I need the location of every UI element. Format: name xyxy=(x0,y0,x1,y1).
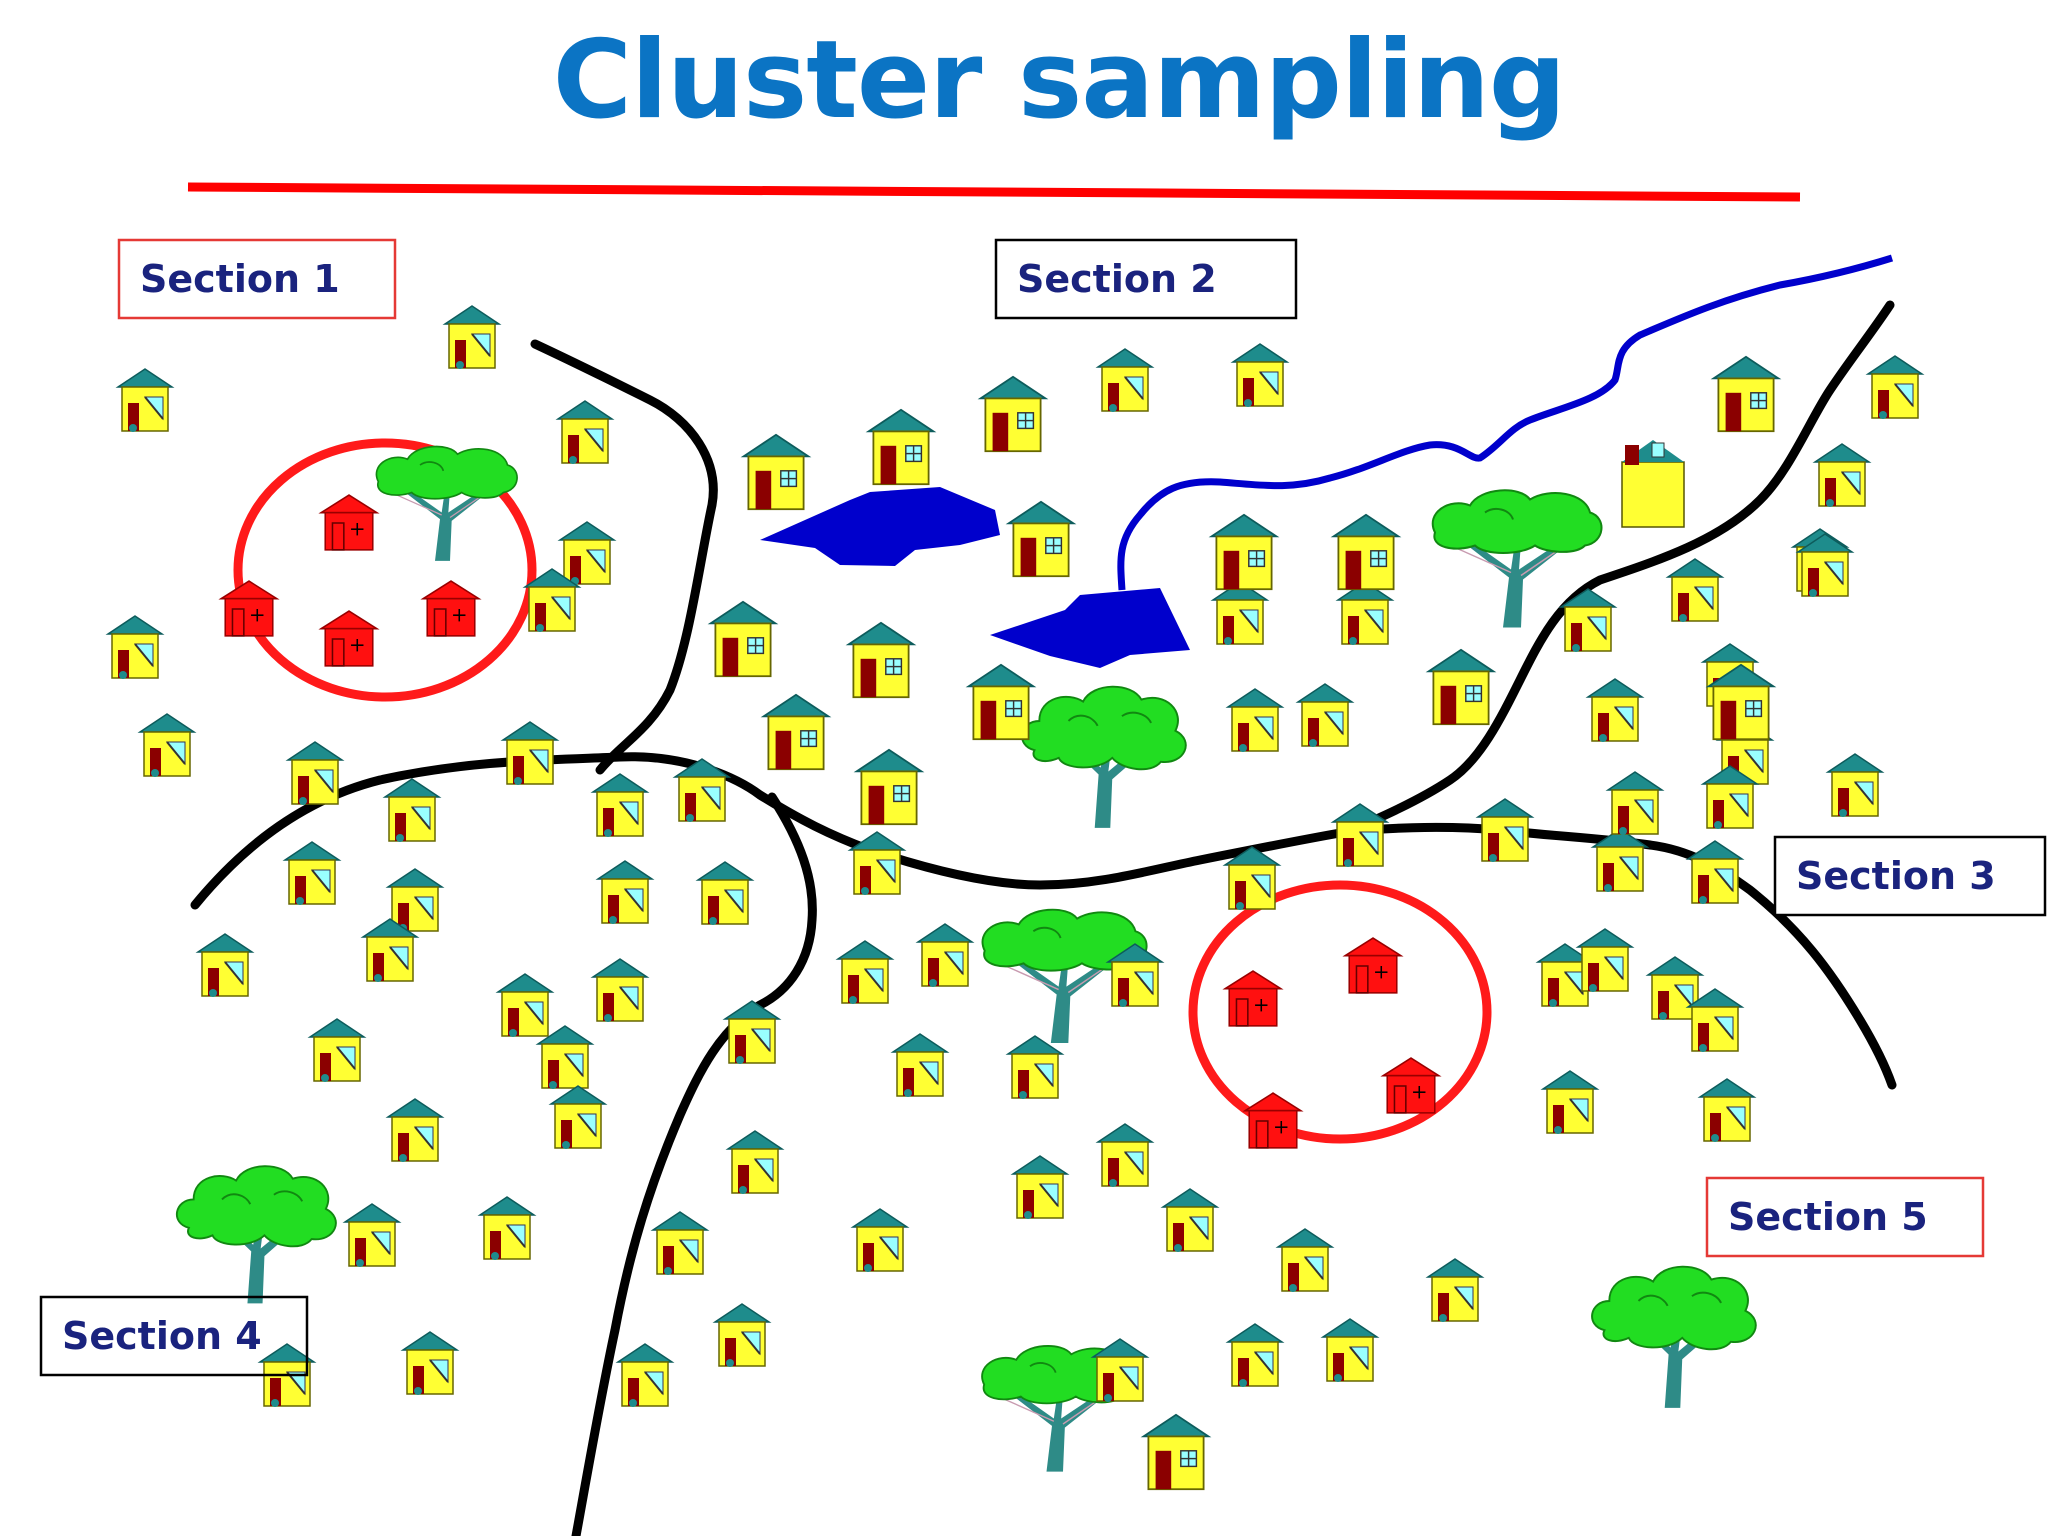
house-icon xyxy=(852,1208,908,1273)
house-icon xyxy=(1097,1123,1153,1188)
title-underline xyxy=(187,182,1801,202)
house-icon xyxy=(714,1303,770,1368)
house-icon xyxy=(1012,1155,1068,1220)
house-icon xyxy=(617,1343,673,1408)
house-icon xyxy=(387,1098,443,1163)
house-icon xyxy=(287,741,343,806)
house-icon xyxy=(1097,348,1153,413)
house-icon xyxy=(742,433,810,511)
house-icon xyxy=(344,1203,400,1268)
house-icon xyxy=(1477,798,1533,863)
house-icon xyxy=(1232,343,1288,408)
house-icon xyxy=(892,1033,948,1098)
house-icon xyxy=(1712,355,1780,433)
house-icon xyxy=(837,940,893,1005)
section-1-label: Section 1 xyxy=(122,243,392,315)
house-icon xyxy=(479,1196,535,1261)
house-icon xyxy=(847,621,915,699)
house-icon xyxy=(1212,581,1268,646)
house-icon xyxy=(652,1211,708,1276)
house-icon xyxy=(917,923,973,988)
house-icon xyxy=(1007,500,1075,578)
house-icon xyxy=(1667,558,1723,623)
house-icon xyxy=(592,773,648,838)
page-title: Cluster sampling xyxy=(552,18,1566,143)
section-2-label: Section 2 xyxy=(999,243,1293,315)
house-icon xyxy=(1007,1035,1063,1100)
house-icon xyxy=(107,615,163,680)
house-icon xyxy=(1332,513,1400,591)
house-icon xyxy=(697,861,753,926)
house-icon xyxy=(284,841,340,906)
house-icon xyxy=(557,400,613,465)
section-4-label: Section 4 xyxy=(62,1314,262,1358)
house-icon xyxy=(1297,683,1353,748)
house-icon xyxy=(1827,753,1883,818)
house-icon xyxy=(402,1331,458,1396)
house-icon xyxy=(1427,1258,1483,1323)
house-icon xyxy=(1322,1318,1378,1383)
river-icon xyxy=(1117,254,1894,591)
house-icon xyxy=(1577,928,1633,993)
tall-house-icon xyxy=(1621,440,1685,528)
house-icon xyxy=(762,693,830,771)
house-icon xyxy=(139,713,195,778)
house-icon xyxy=(592,958,648,1023)
house-icon xyxy=(550,1085,606,1150)
house-icon xyxy=(727,1130,783,1195)
section-5-label: Section 5 xyxy=(1710,1181,1980,1253)
house-icon xyxy=(384,778,440,843)
cluster-circle-1 xyxy=(233,438,537,702)
house-icon xyxy=(1699,1078,1755,1143)
house-icon xyxy=(309,1018,365,1083)
lake-icon xyxy=(760,487,1190,668)
section-3-label: Section 3 xyxy=(1778,840,2042,912)
house-icon xyxy=(502,721,558,786)
house-icon xyxy=(967,663,1035,741)
house-icon xyxy=(559,521,615,586)
cluster-circle-2 xyxy=(1188,880,1492,1144)
house-icon xyxy=(1427,648,1495,726)
house-icon xyxy=(709,600,777,678)
house-icon xyxy=(1542,1070,1598,1135)
house-icon xyxy=(724,1000,780,1065)
house-icon xyxy=(444,305,500,370)
house-icon xyxy=(117,368,173,433)
house-icon xyxy=(1687,840,1743,905)
house-icon xyxy=(1142,1413,1210,1491)
house-icon xyxy=(855,748,923,826)
house-icon xyxy=(867,408,935,486)
house-icon xyxy=(497,973,553,1038)
house-icon xyxy=(1227,688,1283,753)
house-icon xyxy=(1210,513,1278,591)
house-icon xyxy=(1337,581,1393,646)
house-icon xyxy=(1814,443,1870,508)
house-icon xyxy=(1227,1323,1283,1388)
house-icon xyxy=(674,758,730,823)
house-icon xyxy=(1587,678,1643,743)
house-icon xyxy=(1867,355,1923,420)
house-icon xyxy=(1162,1188,1218,1253)
house-icon xyxy=(1277,1228,1333,1293)
house-icon xyxy=(1607,771,1663,836)
house-icon xyxy=(597,860,653,925)
house-icon xyxy=(197,933,253,998)
house-icon xyxy=(979,375,1047,453)
